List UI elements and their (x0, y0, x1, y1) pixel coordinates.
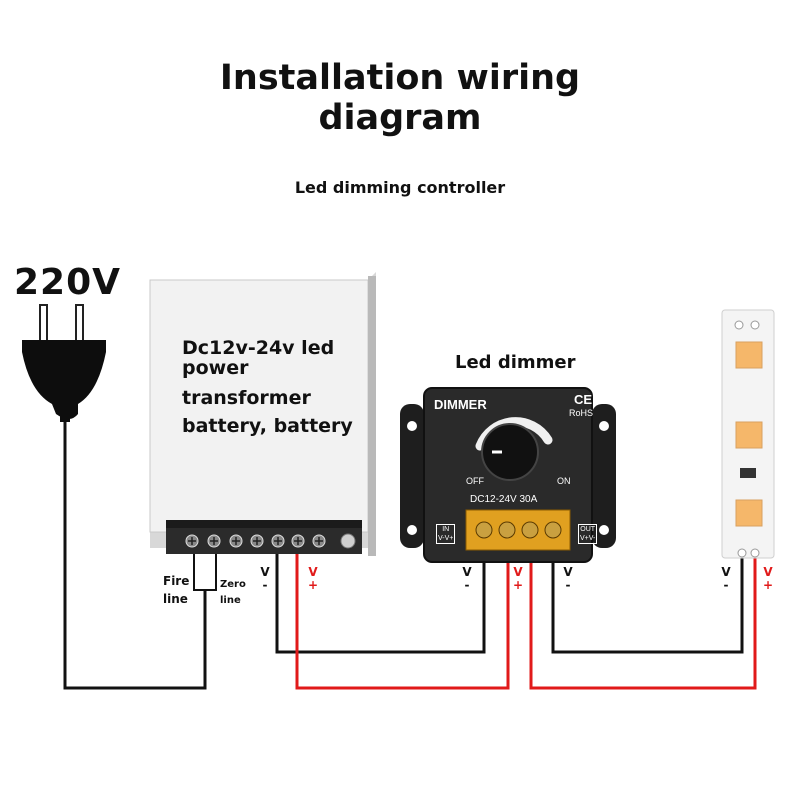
power-supply-box (149, 272, 376, 556)
led-pos-v: V (763, 565, 773, 579)
negative-wire-dimmer-led (551, 548, 744, 654)
diagram-title: Installation wiring diagram (0, 58, 800, 138)
plug-voltage-label: 220V (14, 262, 122, 303)
psu-screw-crosses (188, 537, 323, 545)
led-negative-label: V - (719, 566, 733, 592)
positive-wire-psu-dimmer (295, 548, 510, 690)
dimmer-in-positive-label: V + (511, 566, 525, 592)
led-strip-icon (721, 309, 775, 559)
psu-terminal-screws (185, 534, 326, 548)
fire-label-word: Fire (163, 574, 190, 588)
led-neg-sign: - (723, 578, 729, 592)
dimmer-out-label: OUT V+V- (578, 524, 598, 544)
psu-adjust-knob (340, 533, 356, 549)
led-pos-sign: + (762, 578, 774, 592)
dimmer-in-label: IN V-V+ (436, 524, 456, 544)
diagram-subtitle: Led dimming controller (294, 178, 506, 197)
dimmer-rohs-mark: RoHS (569, 408, 594, 418)
led-neg-v: V (721, 565, 731, 579)
fire-label-line: line (163, 592, 188, 606)
dimmer-out-neg-v: V (563, 565, 573, 579)
psu-line-4: battery, battery (182, 415, 353, 437)
psu-negative-terminal-label: V - (258, 566, 272, 592)
dimmer-out-sub: V+V- (580, 535, 596, 542)
dimmer-rating: DC12-24V 30A (470, 494, 538, 505)
mains-wire (63, 420, 207, 690)
psu-neg-sign: - (262, 578, 268, 592)
dimmer-out-neg-sign: - (565, 578, 571, 592)
psu-neg-v: V (260, 565, 270, 579)
psu-pos-v: V (308, 565, 318, 579)
led-positive-label: V + (761, 566, 775, 592)
dimmer-out-negative-label: V - (561, 566, 575, 592)
dimmer-brand: DIMMER (434, 397, 487, 412)
dimmer-in-negative-label: V - (460, 566, 474, 592)
dimmer-off-label: OFF (466, 476, 484, 486)
dimmer-in-sub: V-V+ (438, 535, 454, 542)
fire-zero-loop (193, 550, 217, 591)
psu-positive-terminal-label: V + (306, 566, 320, 592)
positive-wire-dimmer-led (529, 548, 757, 690)
dimmer-arc (475, 417, 553, 451)
dimmer-in-neg-sign: - (464, 578, 470, 592)
psu-line-2: power (182, 357, 249, 379)
negative-wire-psu-dimmer (275, 548, 486, 654)
zero-label-word: Zero (220, 579, 246, 590)
fire-line-label: Fire line (163, 573, 189, 607)
dimmer-out-text: OUT (580, 526, 596, 533)
dimmer-ce-mark: CE (574, 392, 593, 407)
title-line-1: Installation wiring (219, 58, 581, 98)
dimmer-title-label: Led dimmer (455, 352, 576, 373)
dimmer-on-label: ON (557, 476, 571, 486)
psu-pos-sign: + (307, 578, 319, 592)
dimmer-in-pos-sign: + (512, 578, 524, 592)
zero-label-line: line (220, 595, 241, 606)
dimmer-in-pos-v: V (513, 565, 523, 579)
psu-line-3: transformer (182, 387, 311, 409)
dimmer-knob (481, 423, 539, 481)
psu-line-1: Dc12v-24v led (182, 337, 335, 359)
power-supply-label: Dc12v-24v led power transformer battery,… (182, 336, 353, 438)
dimmer-terminal-block (465, 509, 571, 551)
power-plug-icon (22, 304, 106, 422)
dimmer-in-neg-v: V (462, 565, 472, 579)
zero-line-label: Zero line (220, 578, 246, 607)
title-line-2: diagram (318, 98, 482, 138)
dimmer-in-text: IN (442, 526, 450, 533)
